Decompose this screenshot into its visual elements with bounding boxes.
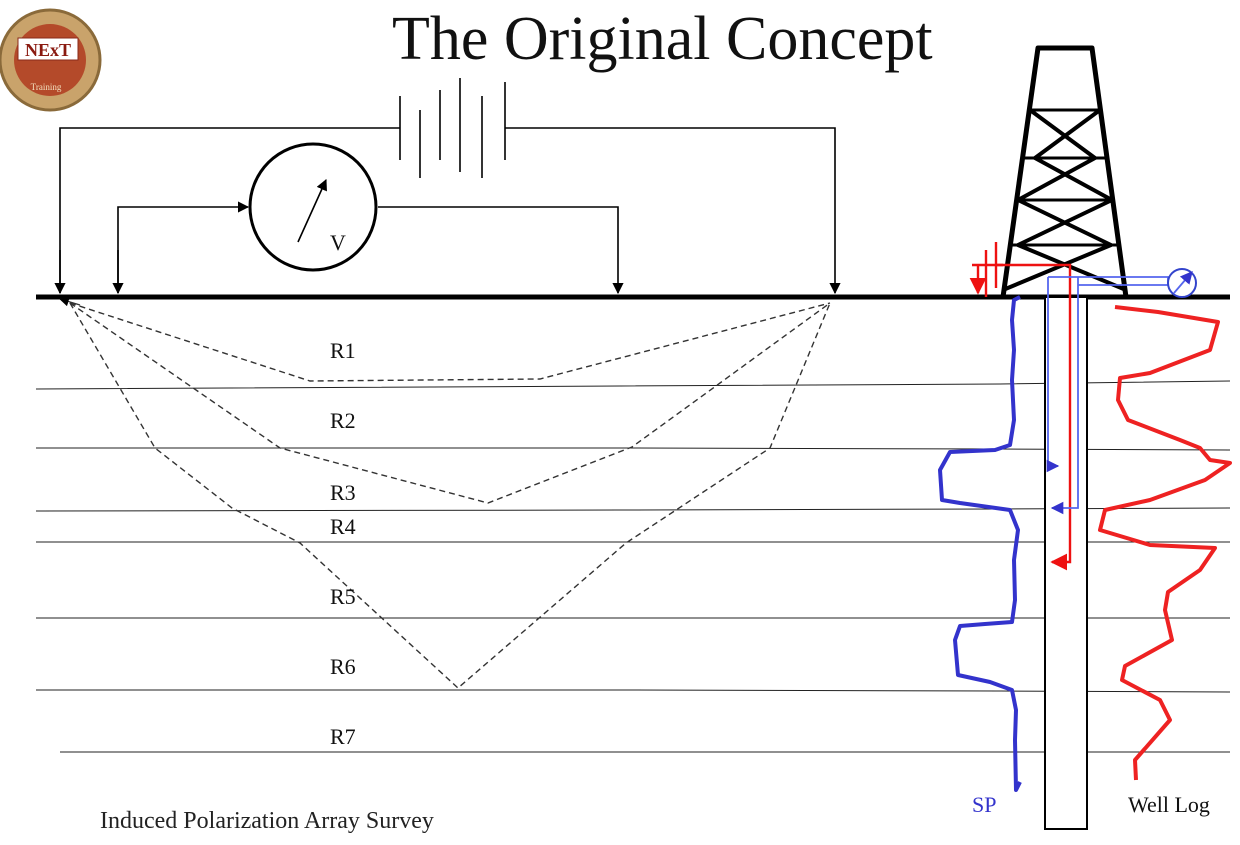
layer-label-r5: R5 <box>330 584 356 609</box>
next-logo: NExT Training <box>0 8 102 112</box>
derrick-icon <box>1000 45 1130 299</box>
layer-label-r6: R6 <box>330 654 356 679</box>
well-log-label: Well Log <box>1128 792 1210 817</box>
layer-label-r4: R4 <box>330 514 356 539</box>
logo-text: NExT <box>25 40 71 60</box>
current-paths <box>59 296 831 689</box>
layer-label-r1: R1 <box>330 338 356 363</box>
page-title: The Original Concept <box>392 5 933 73</box>
well-current-circuit <box>969 242 1072 571</box>
well-log-curve <box>1098 305 1232 781</box>
layer-labels: R1 R2 R3 R4 R5 R6 R7 <box>330 338 356 749</box>
voltmeter-label: V <box>330 230 346 255</box>
voltmeter-circuit <box>112 142 624 295</box>
layer-label-r2: R2 <box>330 408 356 433</box>
layer-label-r3: R3 <box>330 480 356 505</box>
sp-log-curve <box>938 295 1022 792</box>
diagram-caption: Induced Polarization Array Survey <box>100 808 434 834</box>
voltmeter-icon <box>248 142 378 272</box>
battery-circuit <box>54 78 841 295</box>
layer-label-r7: R7 <box>330 724 356 749</box>
logo-subtext: Training <box>31 82 62 92</box>
well-potential-circuit <box>1046 268 1197 515</box>
sp-label: SP <box>972 792 996 817</box>
battery-icon <box>399 78 506 178</box>
well-meter-icon <box>1167 268 1197 298</box>
